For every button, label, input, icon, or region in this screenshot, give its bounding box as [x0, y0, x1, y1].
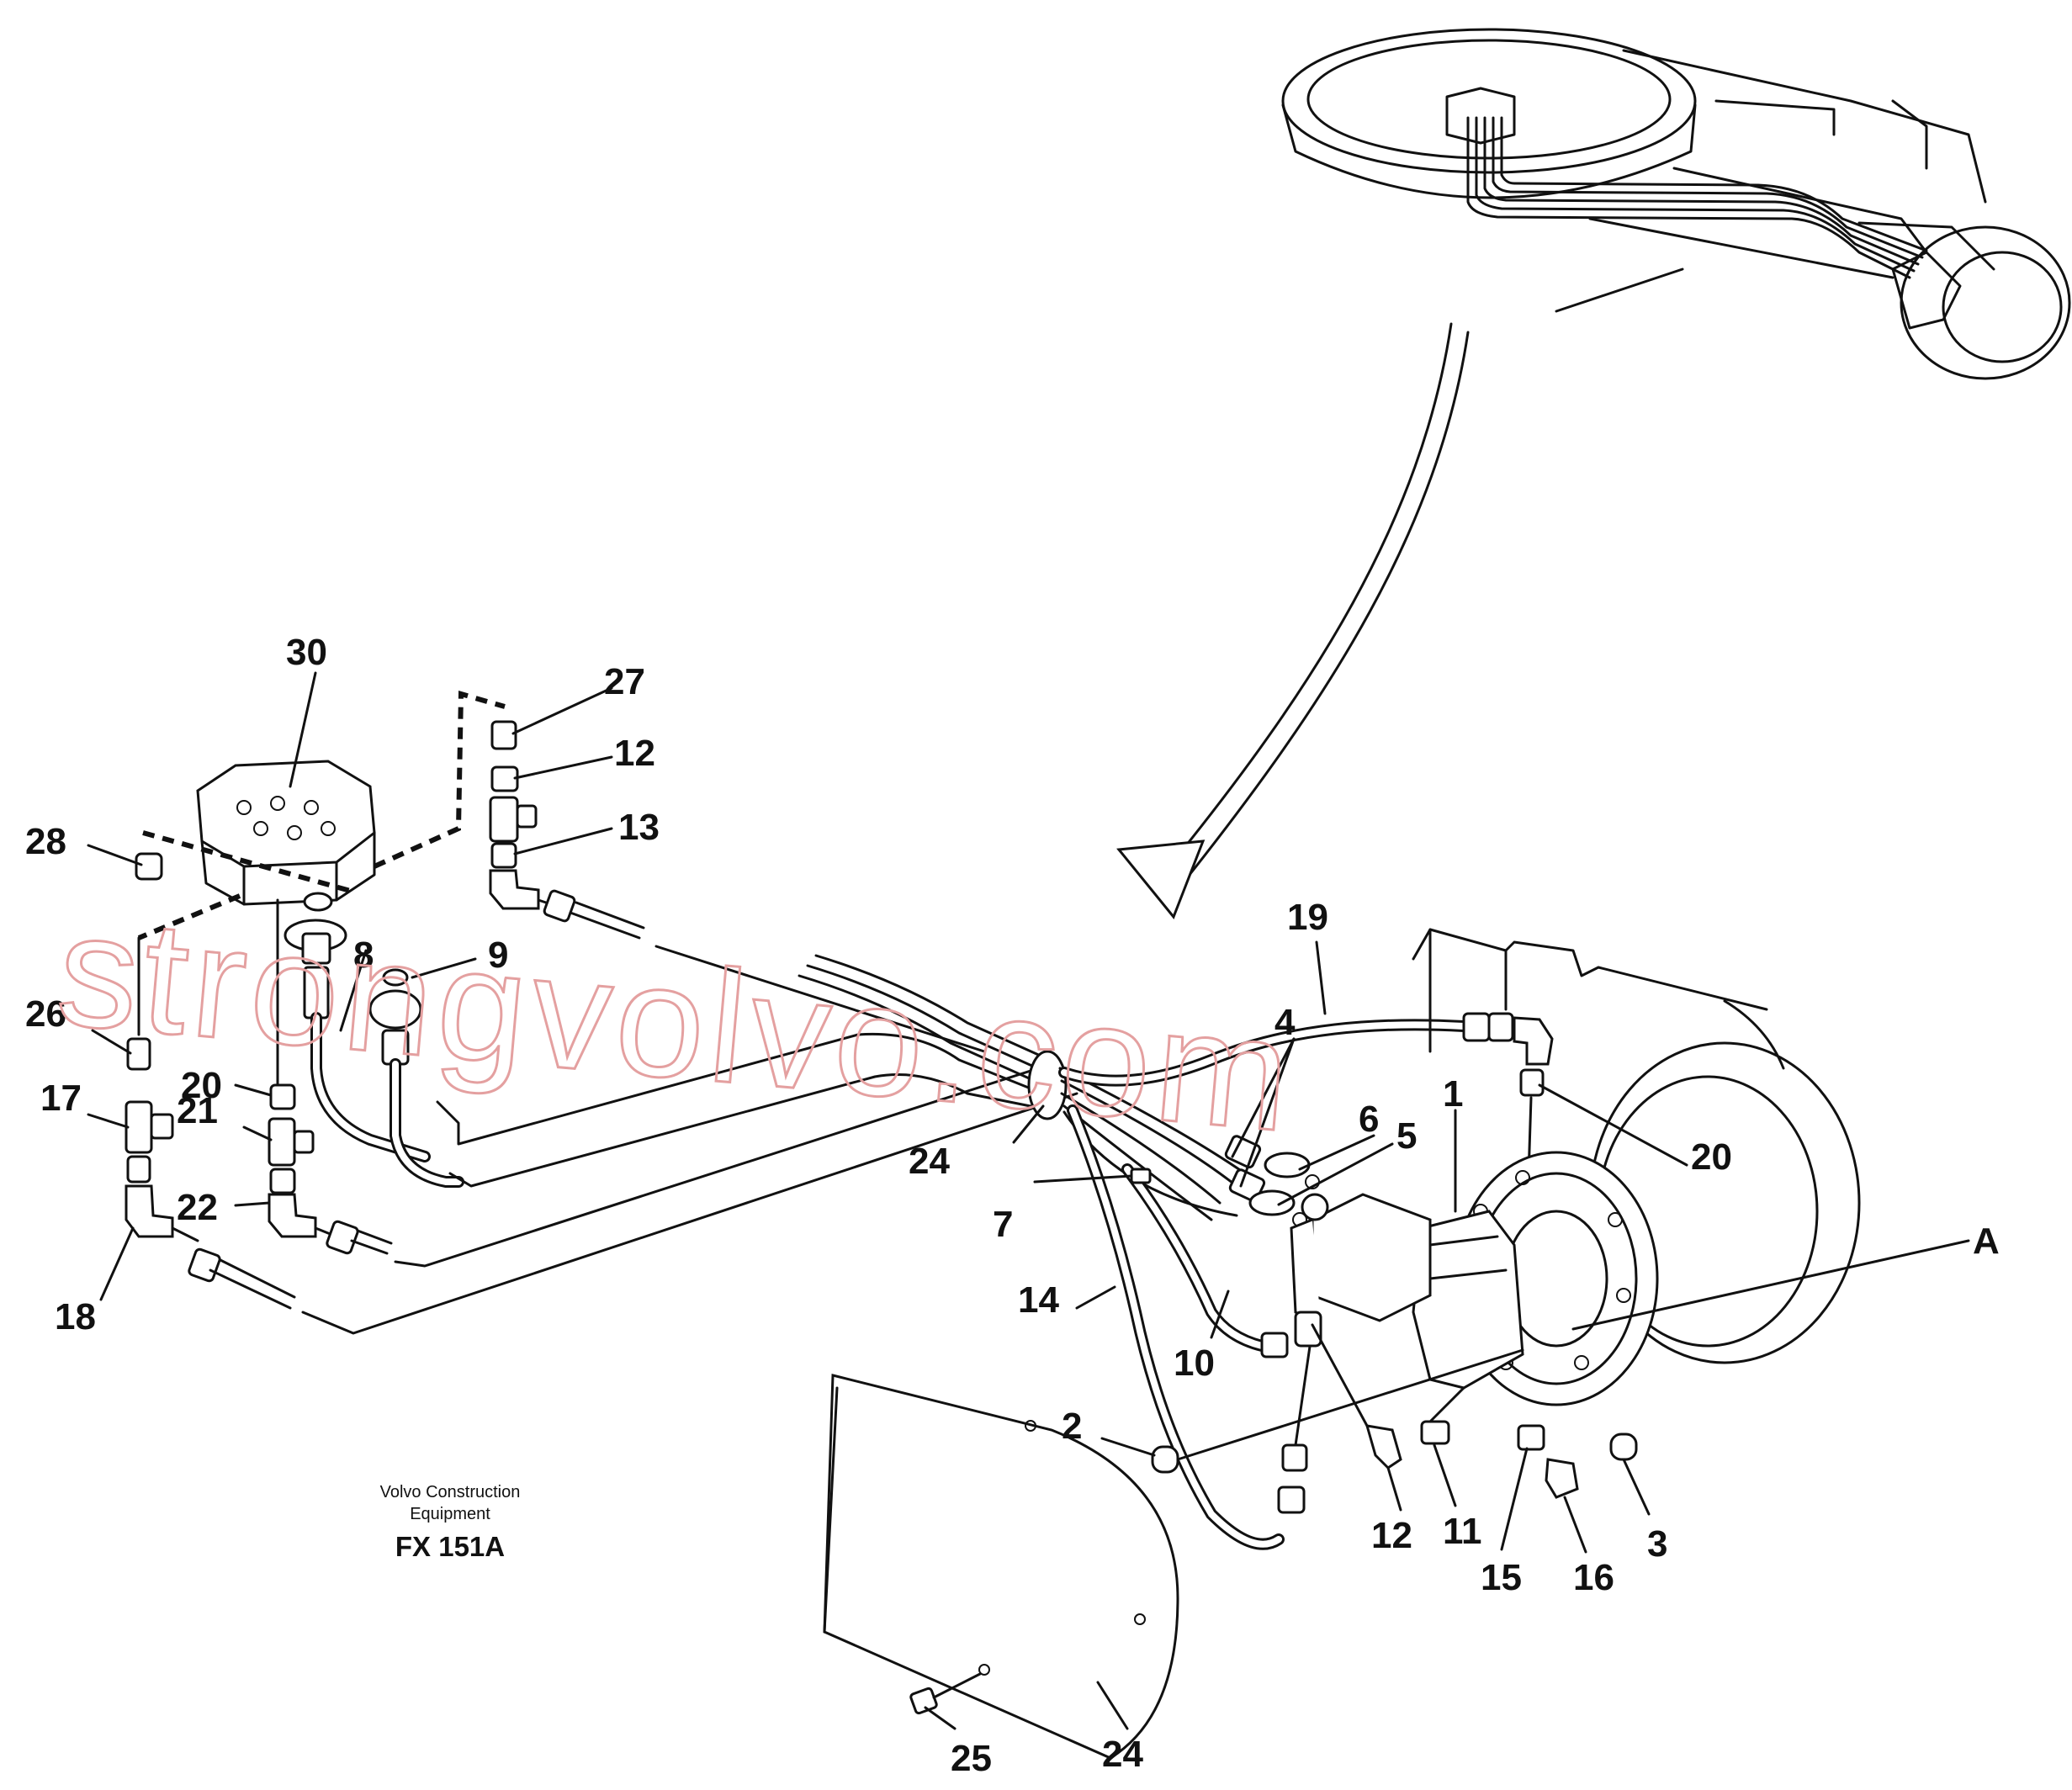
hose-end-23 [326, 1220, 359, 1255]
rotary-joint-top [196, 760, 376, 868]
callout-17: 17 [40, 1078, 82, 1119]
travel-motor-assembly [823, 928, 1970, 1760]
caption-figure-code: FX 151A [395, 1531, 505, 1562]
hose-end-13 [543, 889, 576, 923]
hose-end-18 [188, 1247, 221, 1283]
tee-fitting-upper [489, 796, 519, 843]
flange-5 [1248, 1189, 1296, 1216]
rotary-joint-assembly [137, 691, 506, 940]
fitting-11 [1420, 1420, 1450, 1445]
callout-9: 9 [488, 935, 508, 976]
elbow-fitting-16 [1545, 1458, 1579, 1499]
caption-maker-line2: Equipment [410, 1505, 490, 1523]
fitting-7 [1130, 1168, 1152, 1184]
dashed-leader-27 [137, 893, 241, 940]
callout-24: 24 [909, 1141, 950, 1182]
callout-25: 24 [1102, 1734, 1143, 1775]
callout-16: 16 [1573, 1557, 1614, 1598]
fitting-28 [490, 720, 517, 750]
elbow-fitting-23 [268, 1193, 317, 1238]
dashed-leader-28 [373, 691, 506, 869]
elbow-fitting-12-lower [1365, 1424, 1402, 1470]
o-ring-9a [303, 892, 333, 912]
callout-labels: 30 27 12 13 28 8 9 26 20 17 21 22 18 19 … [25, 632, 2000, 1779]
tee-fitting-17 [125, 1100, 153, 1154]
brake-valve [1311, 1193, 1432, 1322]
fitting-15 [1517, 1424, 1545, 1451]
detail-pointer-arrow [1116, 322, 1470, 919]
callout-4: 4 [1274, 1002, 1296, 1043]
fitting-27 [126, 1037, 151, 1071]
elbow-fitting-19 [1513, 1016, 1554, 1066]
callout-28: 27 [604, 661, 645, 702]
drawing-caption: Volvo Construction Equipment FX 151A [380, 1483, 521, 1562]
callout-18: 18 [55, 1296, 96, 1337]
callout-6: 6 [1359, 1099, 1379, 1140]
hydraulic-motor-1 [1412, 1210, 1524, 1390]
callout-3: 3 [1647, 1523, 1667, 1565]
callout-12-upper: 12 [614, 733, 655, 774]
caption-maker-line1: Volvo Construction [380, 1483, 521, 1501]
left-fitting-stack [125, 852, 1078, 1335]
grommet-24 [1027, 1050, 1068, 1120]
fitting-3 [1609, 1433, 1638, 1461]
callout-5: 5 [1396, 1115, 1417, 1157]
callout-11: 11 [1443, 1511, 1482, 1552]
callout-15: 15 [1481, 1557, 1522, 1598]
callout-19: 19 [1287, 897, 1328, 938]
callout-27: 26 [25, 993, 66, 1035]
callout-23: 22 [177, 1187, 218, 1228]
callout-22: 21 [177, 1090, 218, 1131]
tee-fitting-22 [268, 1117, 296, 1167]
callout-13: 13 [618, 807, 660, 848]
cover-plate-25 [823, 1374, 1179, 1760]
callout-26: 25 [951, 1738, 992, 1779]
callout-2: 2 [1062, 1406, 1082, 1447]
bolt-26 [909, 1687, 938, 1715]
callout-30: 30 [286, 632, 327, 673]
elbow-fitting-13 [489, 869, 540, 910]
callout-20: 20 [1691, 1136, 1732, 1178]
callout-7: 7 [993, 1204, 1013, 1245]
callout-8: 8 [353, 935, 374, 976]
inset-hose-bundle [1466, 116, 1928, 279]
dashed-leader-29 [142, 830, 354, 894]
callout-10: 10 [1174, 1342, 1215, 1384]
fitting-29 [135, 852, 163, 881]
callout-14: 14 [1018, 1279, 1059, 1321]
callout-leaders [87, 671, 1688, 1730]
main-pipe-bundle [436, 954, 1554, 1550]
fitting-2 [1151, 1445, 1179, 1474]
callout-A: A [1973, 1221, 2000, 1262]
machine-overview-inset [1281, 28, 2071, 380]
fitting-21 [269, 1083, 296, 1110]
callout-12-lower: 12 [1371, 1515, 1412, 1556]
middle-fitting-stack [268, 892, 1053, 1268]
fitting-12-upper [490, 765, 519, 792]
callout-29: 28 [25, 821, 66, 862]
upper-fitting-stack [489, 720, 986, 1053]
callout-1: 1 [1443, 1073, 1463, 1115]
fitting-20 [1519, 1068, 1545, 1097]
o-ring-9b [382, 968, 409, 987]
watermark-text: strongvolvo.com [51, 880, 1301, 1166]
fitting-13 [490, 842, 517, 869]
callout-21: 20 [181, 1065, 222, 1106]
